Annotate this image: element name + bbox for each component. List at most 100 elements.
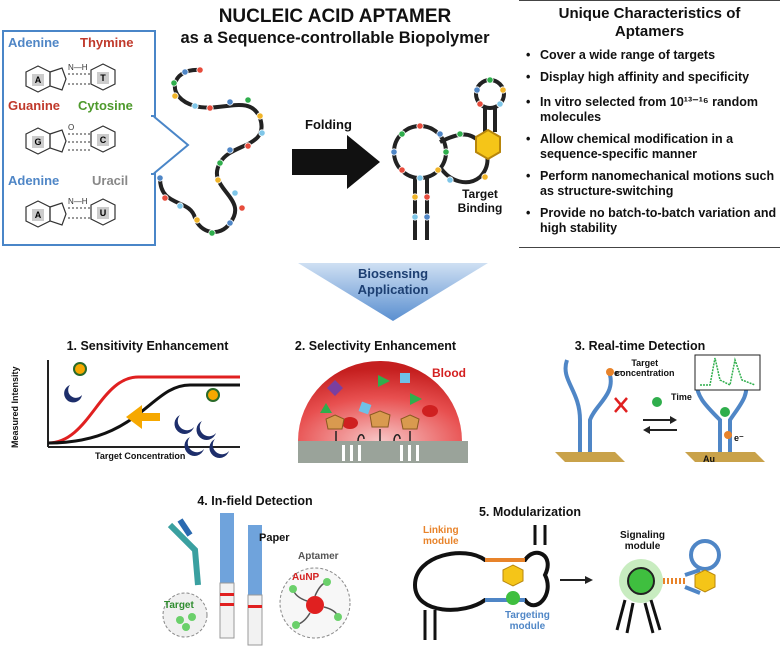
nucleotide-bead [196,66,204,74]
guanine-label: Guanine [8,98,61,113]
au-label: Au [703,454,715,464]
characteristic-item: Cover a wide range of targets [526,48,778,63]
thymine-label: Thymine [80,35,134,50]
letter-c: C [100,135,107,145]
biosensing-banner [298,263,488,321]
nucleotide-bead [411,213,419,221]
blood-label: Blood [432,366,466,380]
linking-module-label: Linking module [423,525,459,547]
main-title: NUCLEIC ACID APTAMER [218,6,452,27]
target-binding-line2: Binding [457,201,503,215]
linking-module-line2: module [423,536,459,547]
characteristic-item: Display high affinity and specificity [526,70,778,85]
aunp-label: AuNP [292,572,320,583]
nucleotide-bead [398,130,406,138]
modularization-illustration [412,525,721,640]
letter-a-1: A [35,75,42,85]
nucleotide-bead [244,142,252,150]
nucleotide-bead [390,148,398,156]
nucleotide-bead [171,92,179,100]
unfolded-strand [156,66,266,237]
target-binding-line1: Target [462,187,498,201]
nucleotide-bead [476,100,484,108]
nucleotide-bead [423,213,431,221]
nucleotide-bead [156,174,164,182]
sensitivity-plot [47,360,240,458]
characteristic-item: Provide no batch-to-batch variation and … [526,206,778,236]
electron-label-1: e⁻ [614,368,624,378]
nucleotide-bead [442,148,450,156]
aptamer-label: Aptamer [298,551,339,562]
target-concentration-line1: Target [631,358,659,368]
nucleotide-bead [170,79,178,87]
folding-arrow [292,135,380,189]
cytosine-label: Cytosine [78,98,133,113]
nucleotide-bead [256,112,264,120]
characteristic-item: Perform nanomechanical motions such as s… [526,169,778,199]
section1-ylabel: Measured Intensity [10,366,20,448]
time-label: Time [671,392,692,402]
nucleotide-bead [231,189,239,197]
section5-title: 5. Modularization [478,505,582,519]
characteristics-heading-line2: Aptamers [614,23,685,40]
infield-illustration [162,513,351,646]
targeting-module-line1: Targeting [505,610,550,621]
banner-line2: Application [357,282,429,297]
electron-label-2: e⁻ [734,433,744,443]
nucleotide-bead [436,130,444,138]
letter-t: T [100,73,106,83]
nucleotide-bead [238,204,246,212]
main-subtitle: as a Sequence-controllable Biopolymer [180,29,490,47]
nucleotide-bead [191,102,199,110]
characteristics-heading-line1: Unique Characteristics of [558,5,741,22]
banner-text: Biosensing Application [298,266,488,298]
section1-title: 1. Sensitivity Enhancement [66,339,229,353]
nucleotide-bead [208,229,216,237]
nucleotide-bead [416,122,424,130]
nucleotide-bead [216,159,224,167]
target-concentration-label: Target concentration [615,358,675,378]
folding-label: Folding [305,117,352,132]
nucleotide-bead [481,173,489,181]
target-label: Target [164,600,194,611]
adenine-label-1: Adenine [8,35,60,50]
signaling-module-label: Signaling module [620,530,665,552]
nucleotide-bead [214,176,222,184]
adenine-label-2: Adenine [8,173,60,188]
folded-aptamer [390,76,507,240]
nucleotide-bead [226,146,234,154]
characteristics-box [519,0,780,248]
characteristics-heading: Unique Characteristics of Aptamers [519,5,780,41]
section3-title: 3. Real-time Detection [574,339,706,353]
base-pair-structures: N—HON—H [25,63,116,228]
nucleotide-bead [499,86,507,94]
section1-xlabel: Target Concentration [95,451,186,461]
target-concentration-line2: concentration [615,368,675,378]
nucleotide-bead [486,76,494,84]
nucleotide-bead [496,100,504,108]
nucleotide-bead [206,104,214,112]
characteristics-list: Cover a wide range of targets Display hi… [526,48,778,243]
nucleotide-bead [193,216,201,224]
nucleotide-bead [258,129,266,137]
nucleotide-bead [398,166,406,174]
characteristic-item: Allow chemical modification in a sequenc… [526,132,778,162]
nucleotide-bead [226,98,234,106]
signaling-module-line2: module [624,541,661,552]
target-binding-label: Target Binding [455,187,505,215]
targeting-module-label: Targeting module [505,610,550,632]
base-letter-boxes: A T G C A U [32,72,109,221]
nucleotide-bead [473,86,481,94]
nucleotide-bead [416,174,424,182]
nucleotide-bead [161,194,169,202]
nucleotide-bead [434,166,442,174]
nucleotide-bead [226,219,234,227]
targeting-module-line2: module [509,621,546,632]
callout-pointer [150,115,190,175]
letter-g: G [34,137,41,147]
nucleotide-bead [446,176,454,184]
linking-module-line1: Linking [423,525,459,536]
paper-label: Paper [259,532,290,544]
realtime-illustration [555,354,765,462]
characteristic-item: In vitro selected from 10¹³⁻¹⁶ random mo… [526,95,778,125]
